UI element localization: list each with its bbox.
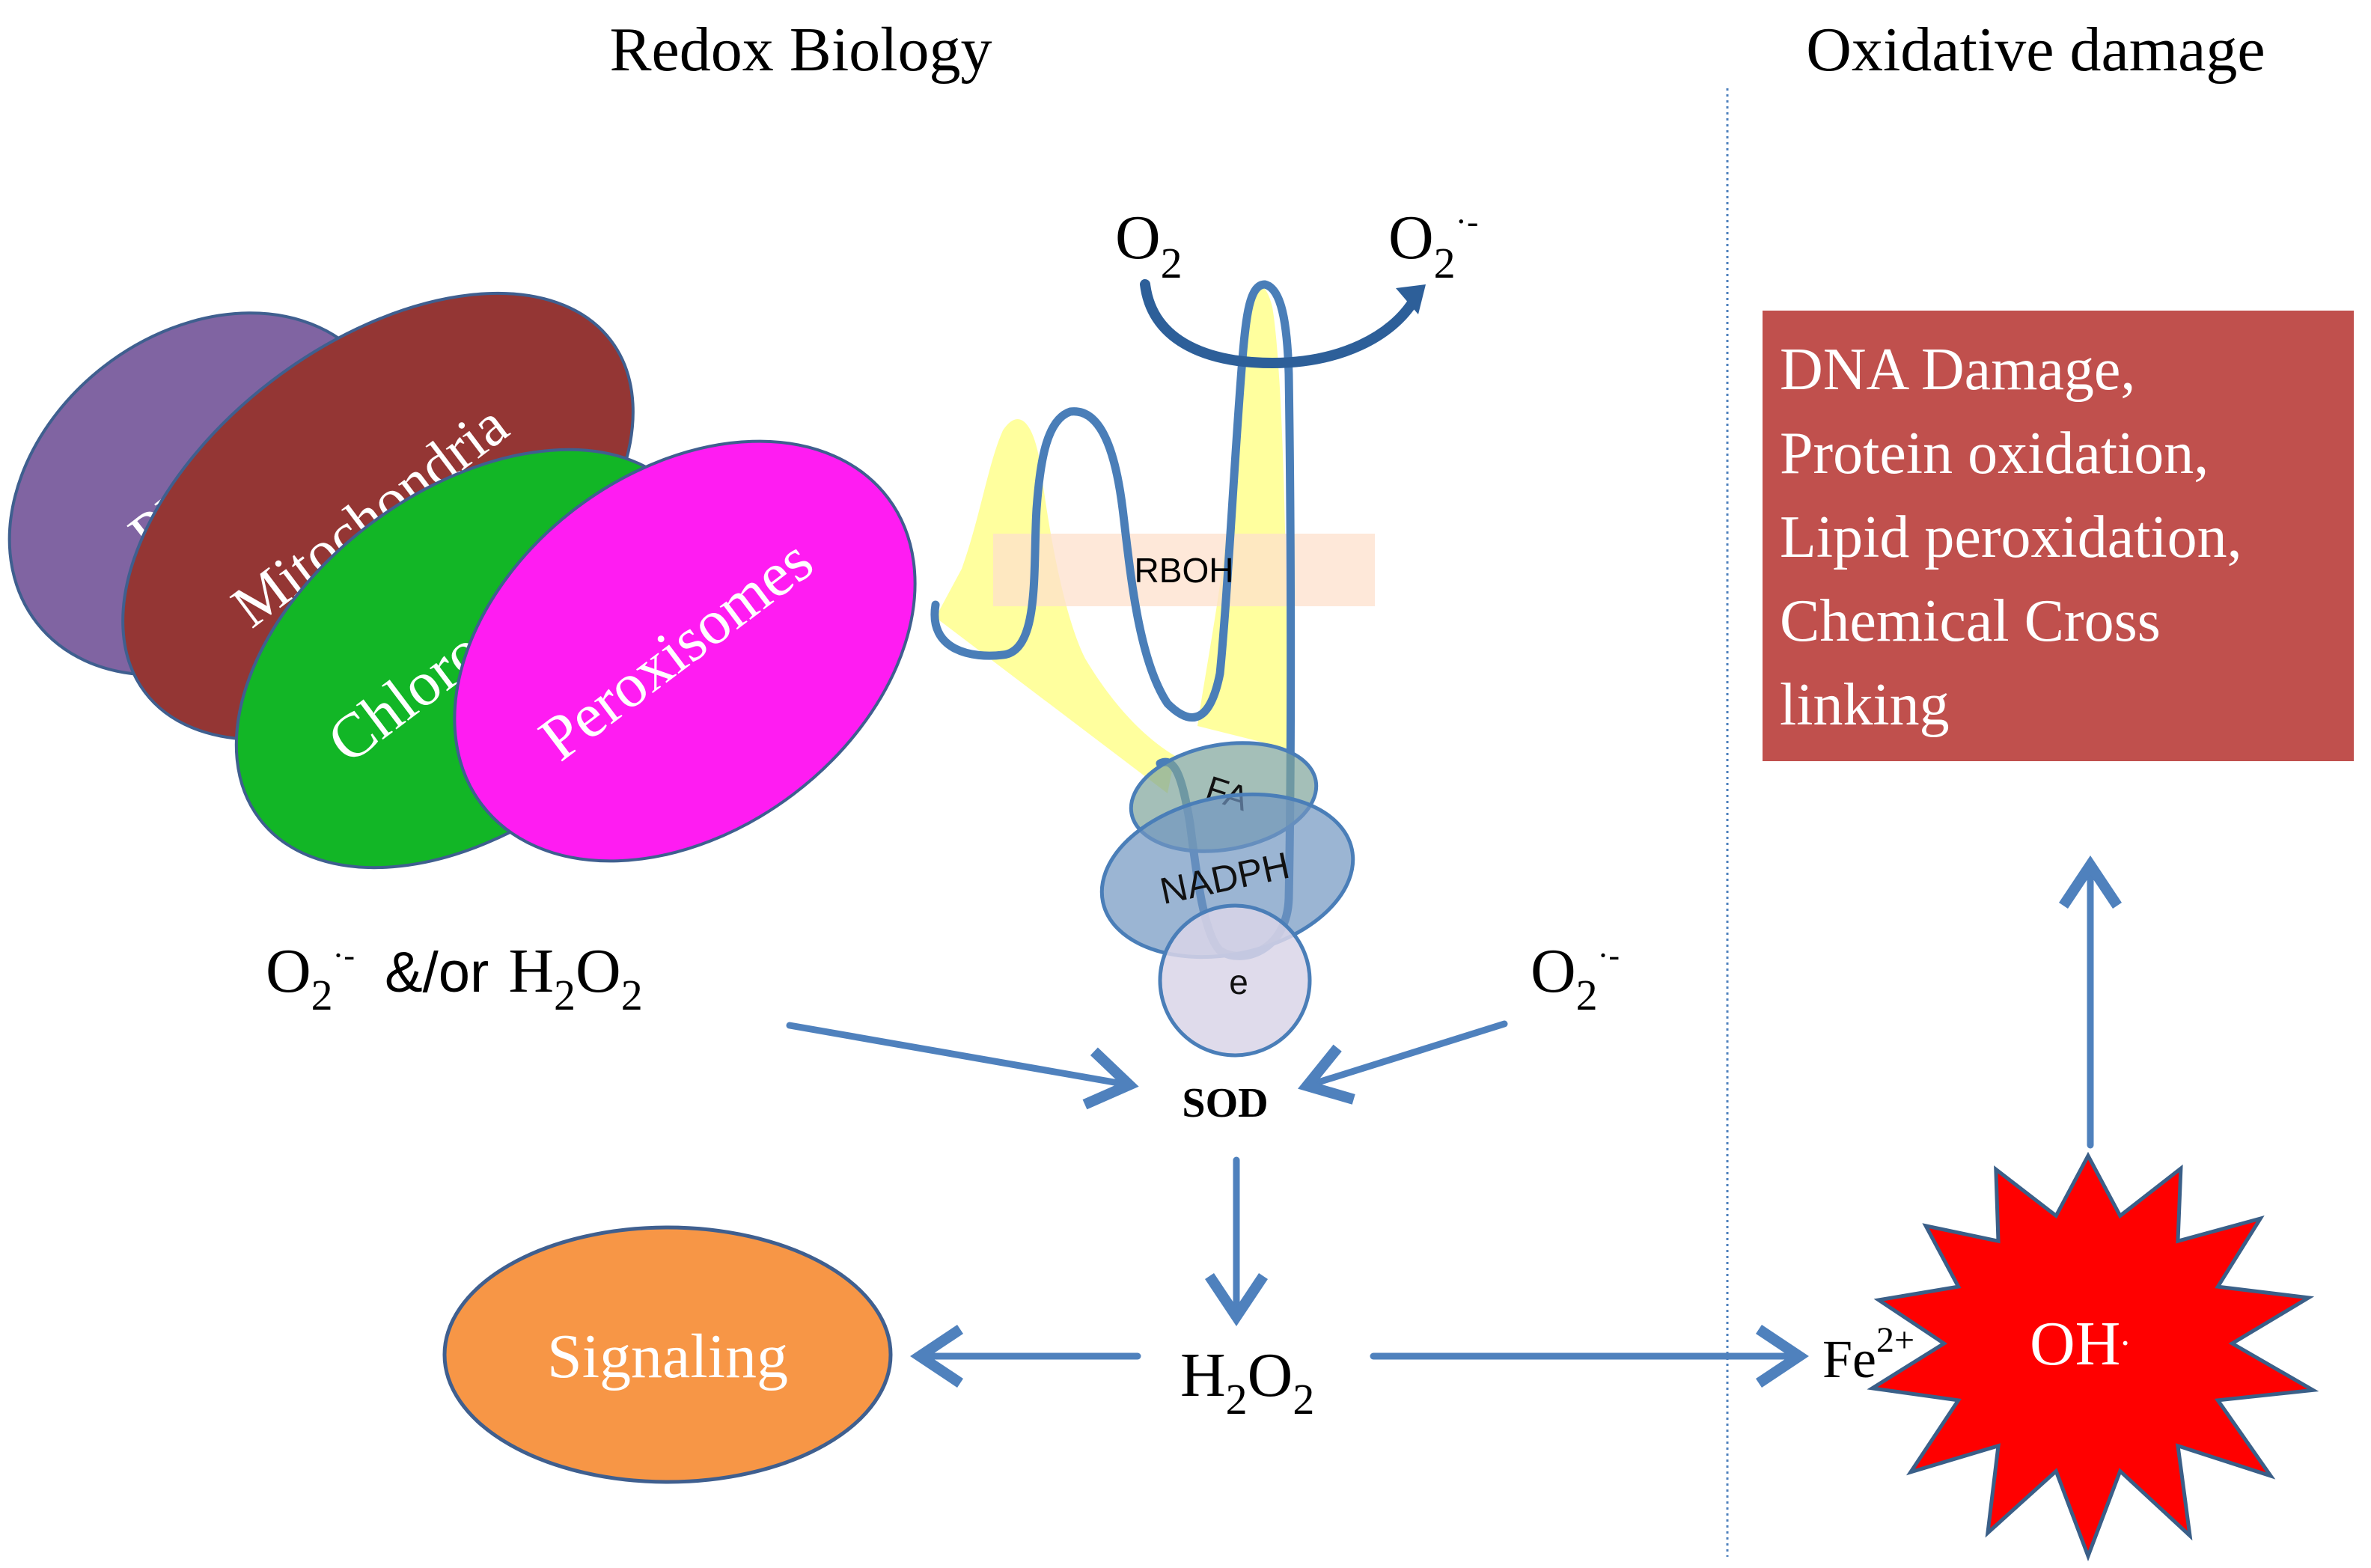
oh-label: OH.	[2030, 1309, 2130, 1379]
svg-text:DNA Damage, Protein oxid: DNA Damage, Protein oxidation, Lipid per…	[1780, 337, 2257, 738]
rboh-enzyme: RBOH FA NADPH e O2 O2·-	[930, 202, 1478, 1058]
oxidative-damage-box: DNA Damage, Protein oxidation, Lipid per…	[1763, 311, 2354, 761]
burst-shape	[1867, 1151, 2319, 1562]
redox-biology-title: Redox Biology	[609, 15, 992, 85]
signaling-label: Signaling	[547, 1322, 788, 1391]
rboh-superoxide: O2·-	[1388, 202, 1478, 287]
h2o2-label: H2O2	[1180, 1340, 1314, 1424]
damage-line-2: Protein oxidation,	[1780, 421, 2209, 486]
signaling-node: Signaling	[442, 1225, 893, 1484]
rboh-label: RBOH	[1135, 551, 1234, 590]
sod-label: SOD	[1182, 1080, 1268, 1126]
peroxisomes-ellipse: Peroxisomes	[453, 439, 917, 863]
oxidative-damage-title: Oxidative damage	[1806, 15, 2265, 85]
fe-label: Fe2+	[1822, 1320, 1914, 1389]
hydroxyl-radical-burst: Fe2+ OH.	[1822, 1151, 2319, 1562]
membrane-band	[993, 534, 1375, 606]
organelle-cluster: PER Mitochondria Chloroplasts Peroxisome…	[7, 291, 917, 870]
arrow-left-to-sod	[786, 1022, 1139, 1110]
o2-conversion-arrow	[1140, 279, 1420, 369]
e-label: e	[1229, 963, 1248, 1001]
arrow-right-to-sod	[1298, 1020, 1508, 1105]
damage-line-4: Chemical Cross	[1780, 588, 2161, 654]
rboh-o2: O2	[1115, 203, 1183, 287]
damage-line-1: DNA Damage,	[1780, 337, 2135, 403]
o2-conversion-arrowhead	[1396, 284, 1426, 314]
damage-line-3: Lipid peroxidation,	[1780, 504, 2242, 570]
flow-arrows	[786, 855, 2122, 1388]
right-superoxide: O2·-	[1531, 936, 1620, 1019]
e-subunit: e	[1158, 903, 1312, 1058]
damage-line-5: linking	[1780, 672, 1950, 738]
